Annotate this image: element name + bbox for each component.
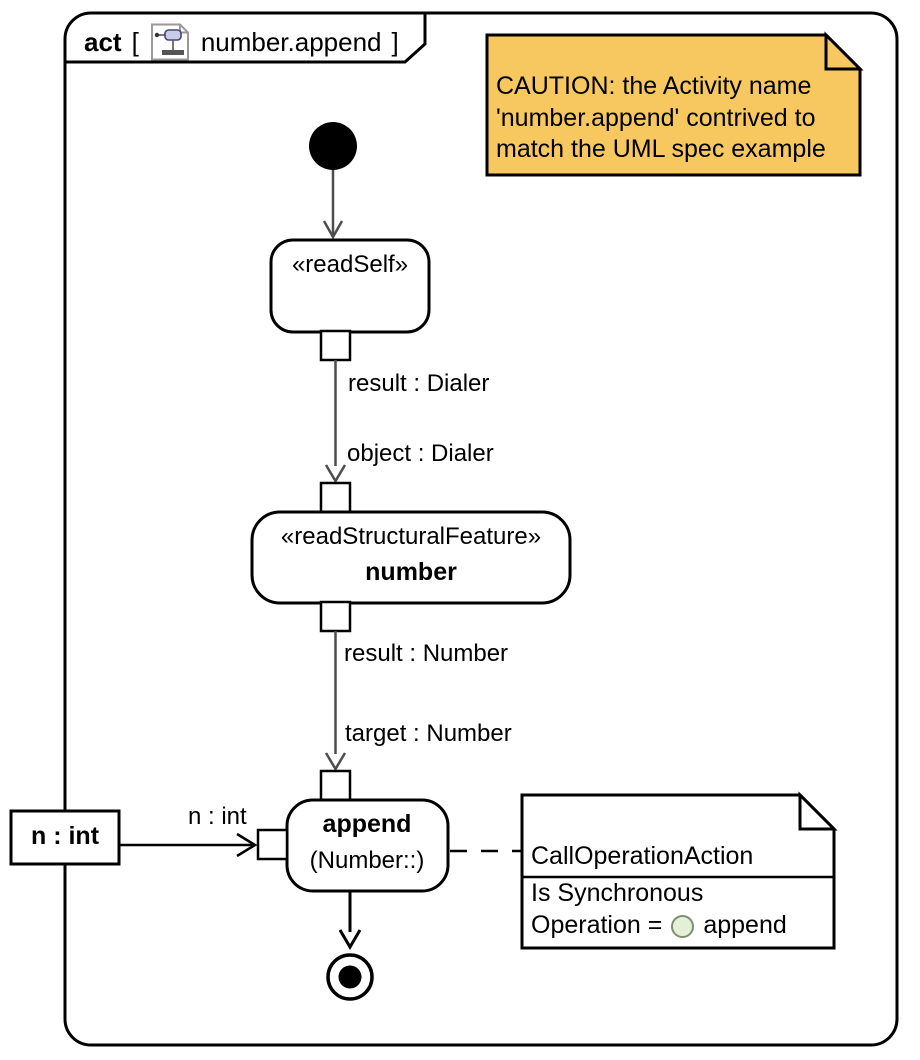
initial-node-icon [309,122,357,170]
edge-n-int-to-append [119,832,258,858]
open-bracket: [ [131,26,139,57]
append-qualifier-label: (Number::) [309,847,425,874]
edge-label-result-number: result : Number [344,640,509,667]
readself-stereotype-label: «readSelf» [291,251,409,278]
arrowhead-icon [338,929,362,950]
activity-diagram-icon [150,23,189,61]
diagram-name: number.append [200,26,382,57]
caution-line: 'number.append' contrived to [496,103,816,132]
rsf-name-label: number [365,558,457,586]
rsf-stereotype-label: «readStructuralFeature» [280,523,542,550]
edge-label-object-dialer: object : Dialer [347,440,494,467]
caution-note-text: CAUTION: the Activity name 'number.appen… [496,71,856,166]
close-bracket: ] [391,26,399,57]
caution-note-fold-icon [824,31,864,71]
action-read-structural-feature [250,510,572,605]
append-name-label: append [322,810,412,838]
frame-title: act [ number.append ] [84,23,399,61]
parameter-n-int-label: n : int [30,822,100,850]
parameter-node-n-int [9,809,121,866]
edge-append-to-final [338,891,362,950]
edge-result-dialer-to-object-dialer [324,360,347,484]
operation-label: Operation = [531,911,663,939]
frame-keyword: act [84,26,122,57]
edge-initial-to-readself [322,170,344,240]
pin-append-target [319,769,352,802]
call-note-operation-row: Operation = append [531,911,787,940]
pin-readself-result [319,329,352,362]
pin-rsf-object [319,481,352,514]
pin-append-n [256,828,289,861]
arrowhead-icon [324,464,347,484]
activity-frame-border [63,11,899,1047]
frame-title-tab [65,13,427,64]
arrowhead-icon [236,832,258,858]
caution-line: CAUTION: the Activity name [496,72,812,100]
caution-note-body [485,33,862,177]
caution-line: match the UML spec example [496,135,826,163]
arrowhead-icon [324,752,347,772]
final-node-inner-icon [338,965,362,989]
call-operation-note-body [520,793,836,950]
arrowhead-icon [322,220,344,240]
edge-label-result-dialer: result : Dialer [348,370,490,397]
call-note-title: CallOperationAction [531,842,754,870]
pin-rsf-result [319,600,352,633]
call-note-is-synchronous: Is Synchronous [531,879,704,907]
edge-label-n-int: n : int [188,803,247,830]
edge-result-number-to-target-number [324,631,347,772]
operation-value: append [703,911,787,939]
call-operation-note-fold-icon [798,791,838,831]
edge-label-target-number: target : Number [345,720,512,747]
operation-element-icon [671,915,695,938]
